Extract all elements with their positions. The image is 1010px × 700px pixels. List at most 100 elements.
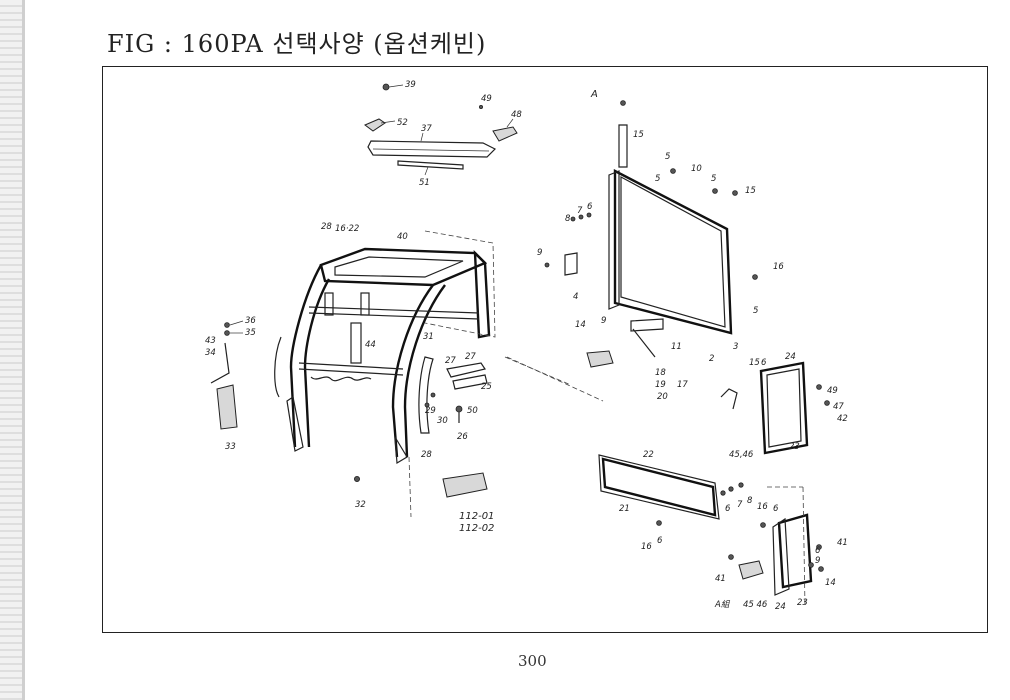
post-28 xyxy=(418,356,434,434)
hinge-5b xyxy=(712,188,718,194)
bolt-14b xyxy=(818,566,824,572)
strut-15 xyxy=(618,124,628,168)
bolt-9 xyxy=(544,262,550,268)
nut-30 xyxy=(430,392,436,398)
callout-24a: 24 xyxy=(785,352,796,362)
cab-bracket xyxy=(360,292,370,316)
callout-41b: 41 xyxy=(715,574,726,584)
leader-48 xyxy=(506,118,514,128)
callout-35: 35 xyxy=(245,328,256,338)
screw-39 xyxy=(382,83,390,91)
callout-6f: 6 xyxy=(815,546,821,556)
callout-48: 48 xyxy=(511,110,522,120)
callout-7a: 7 xyxy=(577,206,583,216)
bolt-6b xyxy=(720,490,726,496)
callout-4: 4 xyxy=(573,292,578,302)
bolt-32 xyxy=(353,475,360,482)
cab-pillar-44 xyxy=(350,322,362,364)
exploded-parts-diagram: 39 52 37 51 49 48 A 15 5 10 5 5 15 8 7 6… xyxy=(205,80,848,612)
callout-A: A xyxy=(590,89,598,100)
cab-foot-left xyxy=(286,396,304,452)
callout-6a: 6 xyxy=(587,202,593,212)
cab-rear-outline xyxy=(424,230,496,338)
callout-16b: 16 xyxy=(641,542,652,552)
cab-frame-group xyxy=(274,230,496,465)
bolt-7 xyxy=(578,214,584,220)
callout-15b: 15 xyxy=(745,186,756,196)
callout-52: 52 xyxy=(397,118,408,128)
bolt-49 xyxy=(816,384,822,390)
hinge-5 xyxy=(670,168,676,174)
rear-bracket-44 xyxy=(720,388,738,410)
window-glass-2 xyxy=(613,169,733,335)
callout-47: 47 xyxy=(833,402,844,412)
lower-panel-group xyxy=(598,454,744,526)
binding-margin xyxy=(0,0,22,700)
visor-strip-51 xyxy=(397,160,464,170)
callout-16c: 16 xyxy=(757,502,768,512)
window-guide-line xyxy=(506,356,604,402)
rear-panel-23 xyxy=(759,361,809,455)
visor-bracket-48 xyxy=(492,126,518,142)
callout-16a: 16 xyxy=(773,262,784,272)
bolt-16 xyxy=(752,274,758,280)
bracket-25 xyxy=(452,374,488,390)
screw-49 xyxy=(478,105,483,110)
callout-21: 21 xyxy=(619,504,630,514)
callout-22: 22 xyxy=(643,450,654,460)
cab-foot-right xyxy=(394,436,408,465)
callout-3: 3 xyxy=(733,342,738,352)
callout-A-assy: A組 xyxy=(714,599,731,610)
cab-side-handle xyxy=(274,336,282,398)
callout-44: 44 xyxy=(365,340,376,350)
callout-5b: 5 xyxy=(655,174,660,184)
callout-43: 43 xyxy=(205,336,216,346)
cab-bracket xyxy=(324,292,334,316)
door-panel-23b xyxy=(777,513,813,589)
door-latch-45 xyxy=(738,560,764,580)
door-seal-24 xyxy=(772,517,790,596)
leader-51 xyxy=(424,166,429,176)
left-parts-group xyxy=(210,320,244,430)
callout-15a: 15 xyxy=(633,130,644,140)
callout-39: 39 xyxy=(405,80,416,90)
bolt-41 xyxy=(728,554,734,560)
cab-front-post-right xyxy=(391,284,434,458)
callout-2: 2 xyxy=(709,354,714,364)
door-assembly-group xyxy=(728,486,824,608)
leader-52 xyxy=(380,120,396,124)
cover-33 xyxy=(216,384,238,430)
leader-36 xyxy=(229,320,244,326)
callout-23a: 23 xyxy=(789,442,800,452)
callout-23b: 23 xyxy=(797,598,808,608)
callout-15c: 15 xyxy=(749,358,760,368)
callout-33: 33 xyxy=(225,442,236,452)
window-frame-3 xyxy=(620,175,726,328)
bolt-35 xyxy=(224,330,230,336)
rear-window-group xyxy=(720,361,830,455)
callout-30: 30 xyxy=(437,416,448,426)
bolt-6 xyxy=(586,212,592,218)
cab-front-post-right-inner xyxy=(403,284,446,458)
binding-edge xyxy=(22,0,25,700)
callout-50: 50 xyxy=(467,406,478,416)
callout-24b: 24 xyxy=(775,602,786,612)
callout-6e: 6 xyxy=(773,504,779,514)
callout-28b: 28 xyxy=(421,450,432,460)
cab-roof-inner xyxy=(334,256,464,278)
callout-37: 37 xyxy=(421,124,432,134)
callout-49: 49 xyxy=(481,94,492,104)
callout-20: 20 xyxy=(657,392,668,402)
callout-16-22: 16·22 xyxy=(335,224,359,234)
callout-5a: 5 xyxy=(665,152,670,162)
leader-39 xyxy=(388,84,404,88)
panel-21 xyxy=(601,457,717,517)
panel-seal-22 xyxy=(598,454,720,520)
callout-6c: 6 xyxy=(657,536,663,546)
callout-10: 10 xyxy=(691,164,702,174)
callout-32: 32 xyxy=(355,500,366,510)
callout-28a: 28 xyxy=(321,222,332,232)
callout-11: 11 xyxy=(671,342,682,352)
callout-112-02: 112-02 xyxy=(459,523,494,534)
handle-11 xyxy=(630,318,664,332)
